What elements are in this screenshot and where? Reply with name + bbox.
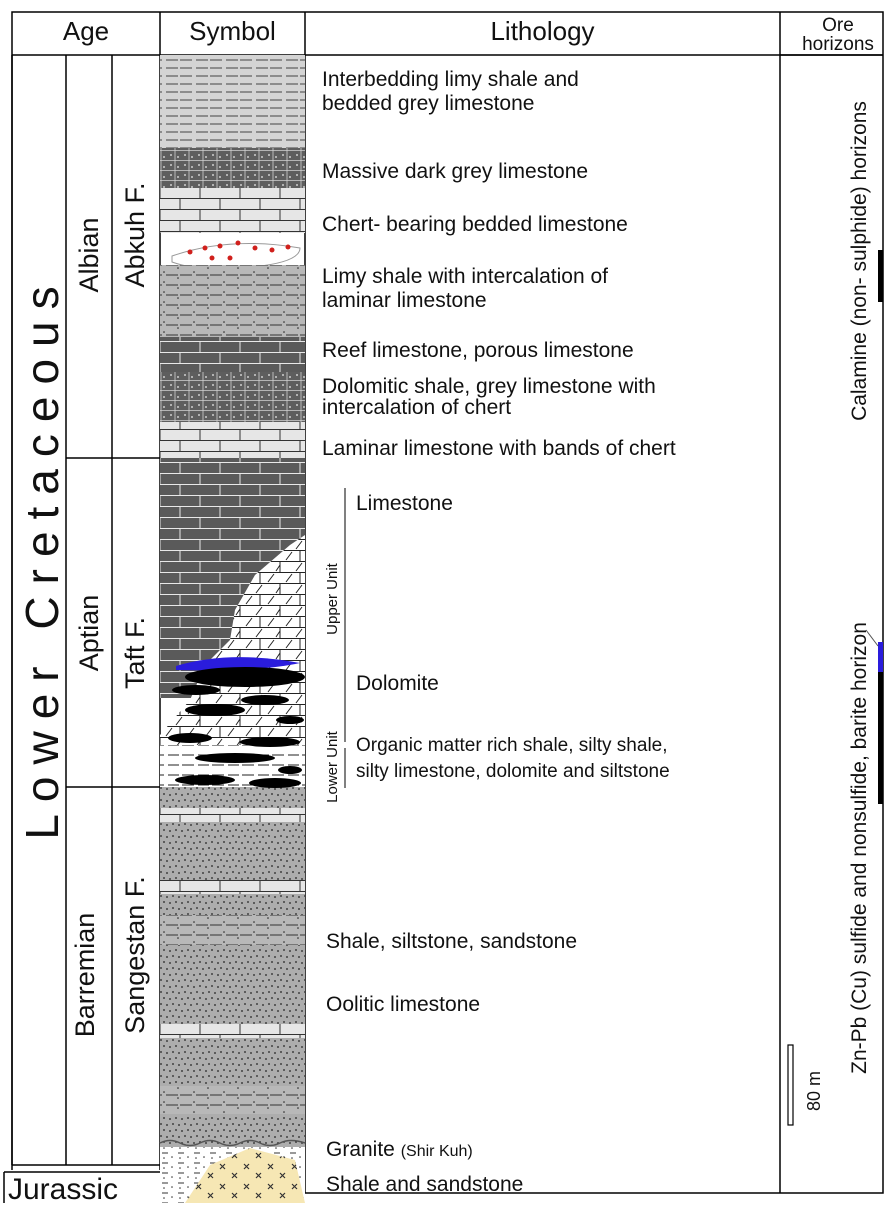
lith-limy-shale: Limy shale with intercalation of laminar… bbox=[322, 265, 608, 313]
header-horizons: horizons bbox=[802, 34, 874, 55]
stage-aptian: Aptian bbox=[74, 594, 104, 672]
chert-dots bbox=[187, 240, 291, 261]
lith-shale-siltstone: Shale, siltstone, sandstone bbox=[326, 930, 577, 953]
lith-dolomitic-line2: intercalation of chert bbox=[322, 396, 512, 419]
stage-albian: Albian bbox=[74, 217, 104, 293]
lith-reef: Reef limestone, porous limestone bbox=[322, 339, 634, 362]
header-lithology: Lithology bbox=[490, 16, 595, 46]
lith-shale-sandstone: Shale and sandstone bbox=[326, 1173, 524, 1196]
lith-granite: Granite (Shir Kuh) bbox=[326, 1138, 473, 1162]
lower-unit-label: Lower Unit bbox=[324, 731, 341, 803]
calamine-horizon-label: Calamine (non- sulphide) horizons bbox=[848, 101, 871, 421]
jurassic-label: Jurassic bbox=[8, 1173, 119, 1206]
sulfide-bar bbox=[878, 672, 883, 804]
lith-dolomitic-line1: Dolomitic shale, grey limestone with bbox=[322, 375, 656, 398]
lith-laminar: Laminar limestone with bands of chert bbox=[322, 437, 676, 460]
header-age: Age bbox=[62, 16, 110, 46]
lith-oolitic: Oolitic limestone bbox=[326, 993, 481, 1016]
stage-barremian: Barremian bbox=[70, 912, 100, 1038]
lith-limy-shale-line2: laminar limestone bbox=[322, 289, 487, 313]
znpb-horizon-label: Zn-Pb (Cu) sulfide and nonsulfide, barit… bbox=[848, 622, 871, 1074]
lith-granite-note: (Shir Kuh) bbox=[400, 1143, 473, 1160]
period-label: Lower Cretaceous bbox=[16, 274, 68, 840]
formation-taft: Taft F. bbox=[120, 616, 150, 690]
lith-interbedding-line1: Interbedding limy shale and bbox=[322, 68, 579, 91]
lith-interbedding: Interbedding limy shale and bedded grey … bbox=[322, 68, 579, 116]
lith-organic-line2: silty limestone, dolomite and siltstone bbox=[356, 760, 670, 782]
scale-bar bbox=[787, 1044, 794, 1126]
barite-lens bbox=[176, 657, 300, 671]
header-symbol: Symbol bbox=[189, 16, 276, 46]
lith-granite-name: Granite bbox=[326, 1138, 395, 1161]
barite-bar bbox=[878, 642, 883, 672]
lith-massive: Massive dark grey limestone bbox=[322, 160, 589, 183]
upper-unit-label: Upper Unit bbox=[324, 563, 341, 635]
lith-interbedding-line2: bedded grey limestone bbox=[322, 92, 535, 116]
lith-chert-bedded: Chert- bearing bedded limestone bbox=[322, 213, 628, 236]
header-ore: Ore bbox=[822, 15, 854, 36]
lith-limy-shale-line1: Limy shale with intercalation of bbox=[322, 265, 608, 288]
lith-limestone: Limestone bbox=[356, 492, 453, 515]
lith-organic-line1: Organic matter rich shale, silty shale, bbox=[356, 735, 668, 756]
scale-label: 80 m bbox=[804, 1070, 824, 1112]
symbol-column bbox=[159, 55, 306, 1203]
lith-organic: Organic matter rich shale, silty shale, … bbox=[356, 733, 670, 784]
lith-dolomite: Dolomite bbox=[356, 672, 439, 695]
formation-sangestan: Sangestan F. bbox=[120, 876, 150, 1034]
formation-abkuh: Abkuh F. bbox=[120, 182, 150, 288]
lith-dolomitic: Dolomitic shale, grey limestone with int… bbox=[322, 376, 656, 418]
calamine-bar bbox=[878, 250, 883, 302]
